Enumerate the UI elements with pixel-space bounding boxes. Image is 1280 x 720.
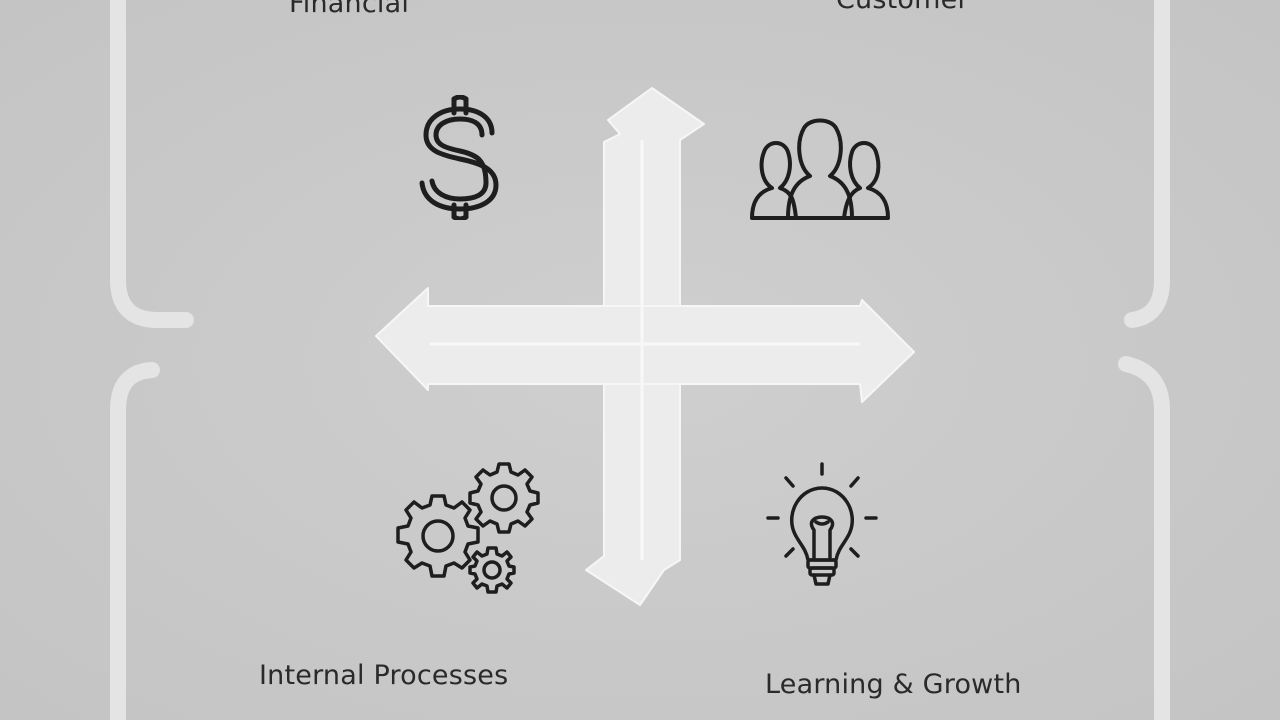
people-group-icon [750,118,890,220]
right-top-bracket [1124,0,1170,328]
learning-growth-label: Learning & Growth [765,669,1022,700]
dollar-sign-icon [419,95,499,220]
customer-label: Customer [836,0,969,15]
left-top-bracket [110,0,194,328]
financial-label: Financial [289,0,410,19]
lightbulb-icon [766,462,878,586]
right-bottom-bracket [1118,356,1170,720]
left-bottom-bracket [110,362,160,720]
internal-processes-label: Internal Processes [259,660,509,691]
gears-icon [396,462,540,594]
